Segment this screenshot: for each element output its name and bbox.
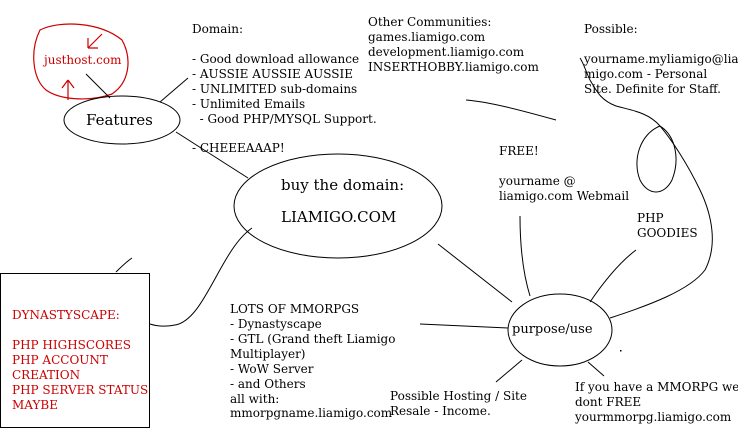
connector-purpose-free [519,215,531,297]
connector-purpose-mmorpgs [419,323,509,329]
domain-item: - Good download allowance [192,52,360,66]
connector-buy-dynastyscape [149,227,253,327]
domain-list-heading: Domain: [192,22,243,36]
mmorpgs-line: - WoW Server [230,362,314,376]
dynastyscape-heading: DYNASTYSCAPE: [12,308,120,322]
mmorpgs-line: - Dynastyscape [230,317,322,331]
connector-other-communities [465,99,557,121]
dynastyscape-line: PHP SERVER STATUS [12,383,149,397]
connector-buy-purpose [437,243,513,303]
domain-item: - Good PHP/MYSQL Support. [192,112,377,126]
domain-item: - UNLIMITED sub-domains [192,82,358,96]
possible-heading: Possible: [584,22,638,36]
community-item: INSERTHOBBY.liamigo.com [368,60,539,74]
other-communities-heading: Other Communities: [368,15,492,29]
mmorpg-free-line: yourmmorpg.liamigo.com [575,410,732,424]
connector-loop [636,125,677,193]
community-item: development.liamigo.com [368,45,525,59]
justhost-red-circle [33,23,129,100]
connector-features-buy [175,131,249,179]
mmorpg-free-line: dont FREE [575,395,642,409]
free-line: liamigo.com Webmail [499,189,630,203]
connector-features-domain [159,77,189,103]
dynastyscape-line: PHP ACCOUNT [12,353,108,367]
php-goodies-line: PHP [637,211,664,225]
features-label: Features [86,111,153,129]
hosting-line: Possible Hosting / Site [390,389,527,403]
buy-domain-title: buy the domain: [281,176,405,194]
stray-dot [620,350,622,352]
mmorpgs-line: all with: [230,392,280,406]
domain-item: - Unlimited Emails [192,97,306,111]
mmorpgs-line: mmorpgname.liamigo.com [230,406,393,420]
dynastyscape-line: CREATION [12,368,81,382]
connector-purpose-mmorpg [587,361,605,377]
dynastyscape-line: MAYBE [12,398,58,412]
red-arrow-bottom [61,79,75,100]
mmorpgs-line: LOTS OF MMORPGS [230,302,360,316]
justhost-label: justhost.com [44,53,122,67]
purpose-ellipse [507,293,613,367]
mmorpgs-line: - and Others [230,377,306,391]
connector-purpose-php [589,249,637,303]
free-line: yourname @ [499,174,576,188]
buy-domain-name: LIAMIGO.COM [281,208,397,226]
connector-purpose-hosting [495,359,523,383]
hosting-line: Resale - Income. [390,404,491,418]
mmorpg-free-line: If you have a MMORPG we [575,380,738,394]
free-heading: FREE! [499,144,539,158]
connector-dynasty-up [115,257,133,273]
connector-justhost-features [85,73,111,99]
buy-domain-ellipse [233,153,443,259]
red-arrow-top [87,33,103,49]
possible-line: yourname.myliamigo@lia [584,52,738,66]
features-ellipse [63,95,181,145]
purpose-label: purpose/use [512,322,593,337]
community-item: games.liamigo.com [368,30,486,44]
dynastyscape-line: PHP HIGHSCORES [12,338,131,352]
possible-line: Site. Definite for Staff. [584,82,721,96]
mmorpgs-line: - GTL (Grand theft Liamigo [230,332,396,346]
possible-line: migo.com - Personal [584,67,708,81]
domain-item: - CHEEEAAAP! [192,141,285,155]
mmorpgs-line: Multiplayer) [230,347,306,361]
connector-purpose-possible [579,57,713,319]
php-goodies-line: GOODIES [637,226,698,240]
domain-item: - AUSSIE AUSSIE AUSSIE [192,67,354,81]
